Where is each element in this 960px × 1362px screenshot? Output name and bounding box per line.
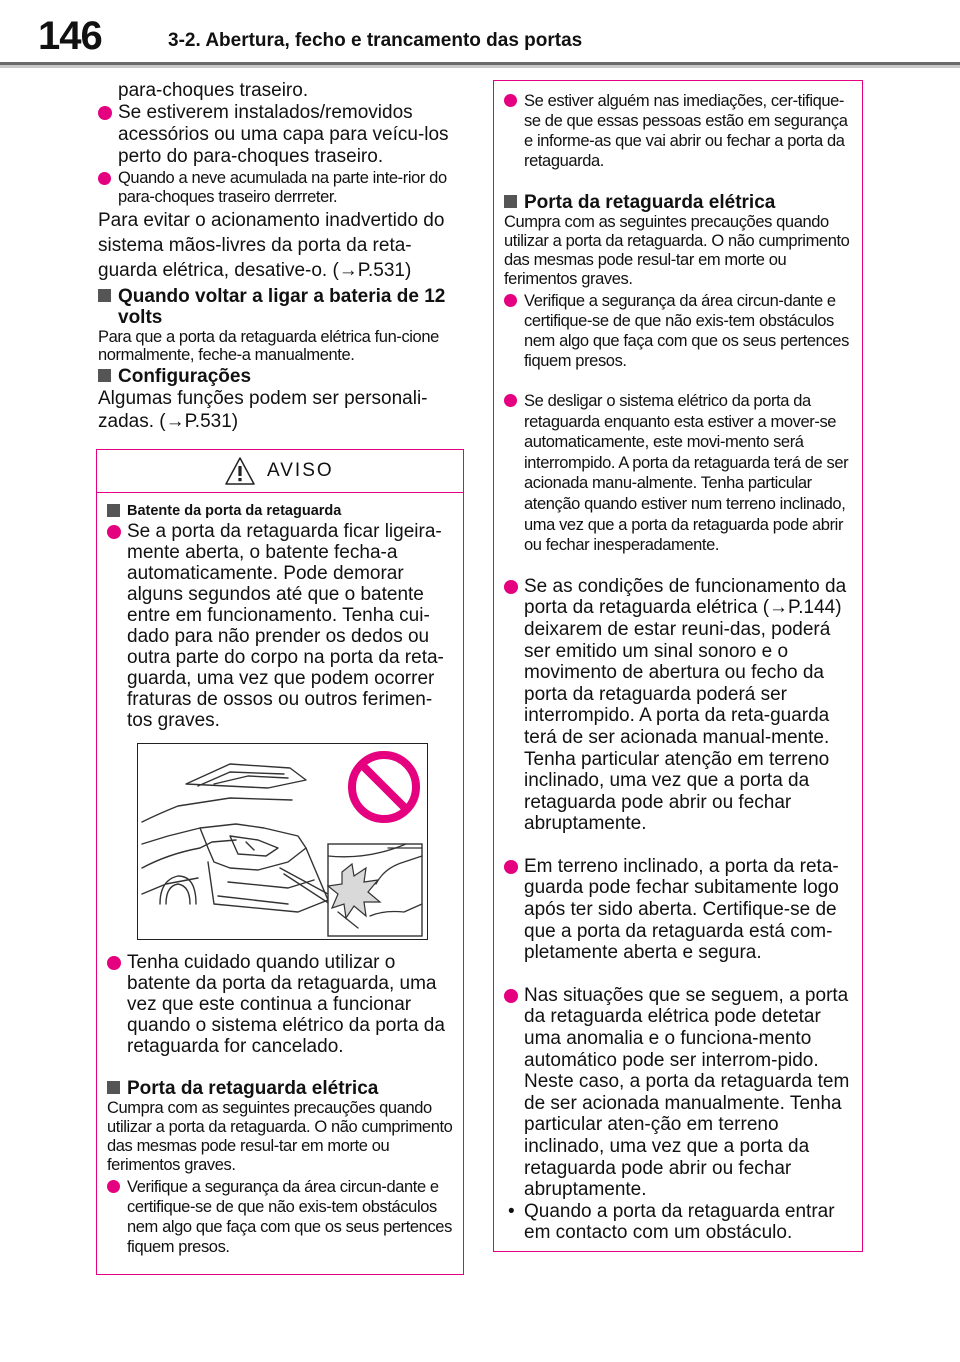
section-heading: Quando voltar a ligar a bateria de 12 vo… <box>98 286 464 328</box>
sub-bullet-icon: • <box>508 1200 515 1222</box>
list-item: Tenha cuidado quando utilizar o batente … <box>107 952 455 1057</box>
bullet-icon <box>107 525 121 539</box>
bullet-icon <box>504 579 518 594</box>
square-bullet-icon <box>504 195 517 208</box>
section-heading: Porta da retaguarda elétrica <box>504 192 854 213</box>
warning-title-bar: AVISO <box>97 450 463 493</box>
heading-text: Porta da retaguarda elétrica <box>524 192 776 213</box>
list-item: Quando a neve acumulada na parte inte-ri… <box>98 169 464 207</box>
bullet-text: Se as condições de funcionamento da port… <box>524 575 847 835</box>
warning-content-top: Batente da porta da retaguarda Se a port… <box>107 502 455 731</box>
bullet-icon <box>504 294 517 307</box>
list-item: Se desligar o sistema elétrico da porta … <box>504 391 854 556</box>
header-rule-shadow <box>0 65 960 68</box>
paragraph: Para evitar o acionamento inadvertido do… <box>98 210 445 281</box>
bullet-icon <box>98 172 111 185</box>
bullet-text: Verifique a segurança da área circun-dan… <box>524 292 849 370</box>
list-item: Se estiver alguém nas imediações, cer-ti… <box>504 91 854 171</box>
prohibition-icon <box>348 751 420 823</box>
warning-content-bottom: Tenha cuidado quando utilizar o batente … <box>107 952 455 1257</box>
heading-text: Porta da retaguarda elétrica <box>127 1078 379 1099</box>
sub-bullet-text: Quando a porta da retaguarda entrar em c… <box>524 1200 835 1244</box>
page-header: 146 3-2. Abertura, fecho e trancamento d… <box>0 0 960 70</box>
list-item: Em terreno inclinado, a porta da reta-gu… <box>504 856 854 964</box>
square-bullet-icon <box>107 1081 120 1094</box>
list-item: Verifique a segurança da área circun-dan… <box>504 291 854 371</box>
list-item: Se estiverem instalados/removidos acessó… <box>98 102 464 168</box>
continued-text: para-choques traseiro. <box>118 80 309 101</box>
warning-box: AVISO Batente da porta da retaguarda Se … <box>96 449 464 1275</box>
section-heading: Configurações <box>98 366 464 387</box>
sub-list-item: • Quando a porta da retaguarda entrar em… <box>504 1201 854 1244</box>
heading-text: Batente da porta da retaguarda <box>127 503 342 519</box>
heading-text: Configurações <box>118 366 252 387</box>
list-item: Se a porta da retaguarda ficar ligeira-m… <box>107 521 455 731</box>
paragraph: Algumas funções podem ser personali-zada… <box>98 388 428 432</box>
square-bullet-icon <box>98 369 111 382</box>
bullet-text: Se estiverem instalados/removidos acessó… <box>118 102 449 167</box>
bullet-text: Tenha cuidado quando utilizar o batente … <box>127 952 445 1057</box>
list-item: Nas situações que se seguem, a porta da … <box>504 985 854 1201</box>
bullet-icon <box>107 956 121 970</box>
bullet-text: Nas situações que se seguem, a porta da … <box>524 984 850 1201</box>
page-number: 146 <box>38 14 103 58</box>
bullet-icon <box>504 988 518 1003</box>
header-rule <box>0 62 960 65</box>
bullet-icon <box>504 94 517 107</box>
bullet-text: Se a porta da retaguarda ficar ligeira-m… <box>127 521 444 731</box>
tailgate-illustration <box>137 743 428 940</box>
car-rear-illustration <box>141 751 423 937</box>
paragraph: Cumpra com as seguintes precauções quand… <box>504 213 850 288</box>
list-item: Se as condições de funcionamento da port… <box>504 576 854 835</box>
warning-box-continued: Se estiver alguém nas imediações, cer-ti… <box>493 80 863 1252</box>
square-bullet-icon <box>98 289 111 302</box>
warning-title: AVISO <box>267 460 334 481</box>
heading-text: Quando voltar a ligar a bateria de 12 vo… <box>118 286 446 328</box>
paragraph: Cumpra com as seguintes precauções quand… <box>107 1099 453 1174</box>
bullet-icon <box>107 1180 120 1193</box>
section-title: 3-2. Abertura, fecho e trancamento das p… <box>168 30 583 51</box>
right-box-content: Se estiver alguém nas imediações, cer-ti… <box>504 91 854 1244</box>
bullet-icon <box>504 859 518 874</box>
bullet-text: Verifique a segurança da área circun-dan… <box>127 1178 452 1256</box>
bullet-text: Se desligar o sistema elétrico da porta … <box>524 392 849 555</box>
list-item: Verifique a segurança da área circun-dan… <box>107 1177 455 1257</box>
bullet-text: Se estiver alguém nas imediações, cer-ti… <box>524 92 848 170</box>
square-bullet-icon <box>107 504 120 517</box>
section-heading: Porta da retaguarda elétrica <box>107 1078 455 1099</box>
paragraph: Para que a porta da retaguarda elétrica … <box>98 328 439 364</box>
left-column: para-choques traseiro. Se estiverem inst… <box>98 80 464 433</box>
bullet-icon <box>504 394 517 407</box>
warning-triangle-icon <box>225 457 255 485</box>
bullet-text: Quando a neve acumulada na parte inte-ri… <box>118 169 447 206</box>
section-heading: Batente da porta da retaguarda <box>107 502 455 520</box>
bullet-icon <box>98 106 112 120</box>
bullet-text: Em terreno inclinado, a porta da reta-gu… <box>524 855 839 964</box>
